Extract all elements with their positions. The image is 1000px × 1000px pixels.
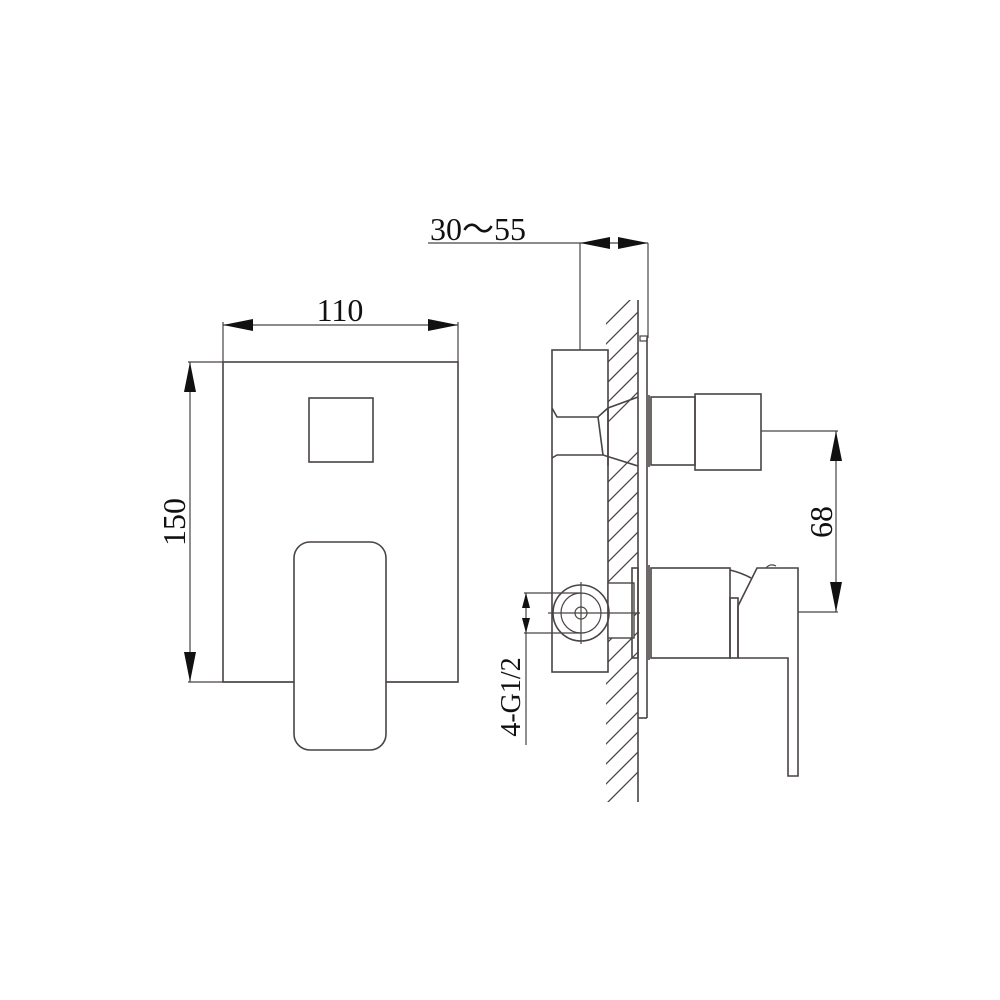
mixer-handle-side <box>648 564 799 777</box>
arrow-right-icon <box>428 319 458 331</box>
front-view: 110 150 <box>156 292 459 751</box>
width-dimension: 110 <box>222 292 459 362</box>
depth-dimension: 30～55 <box>428 211 649 350</box>
arrow-right-icon <box>618 237 648 249</box>
height-dimension: 150 <box>156 361 458 683</box>
width-label: 110 <box>317 292 364 328</box>
thread-dimension: 4-G1/2 <box>496 592 581 745</box>
spacing-label: 68 <box>803 506 839 538</box>
diverter-knob <box>308 397 374 463</box>
side-view: 30～55 68 4-G1/2 <box>428 211 842 802</box>
arrow-left-icon <box>223 319 253 331</box>
height-label: 150 <box>156 498 192 546</box>
diverter-knob-side <box>648 393 762 471</box>
arrow-up-icon <box>184 362 196 392</box>
thread-label: 4-G1/2 <box>496 657 527 736</box>
arrow-down-icon <box>184 652 196 682</box>
arrow-up-icon <box>522 593 530 608</box>
depth-label: 30～55 <box>430 211 526 247</box>
arrow-down-icon <box>830 582 842 612</box>
outlet-spacing-dimension: 68 <box>761 430 842 613</box>
mixer-handle <box>293 541 387 751</box>
arrow-up-icon <box>830 431 842 461</box>
valve-body <box>551 349 639 673</box>
wall-section <box>606 300 639 802</box>
arrow-down-icon <box>522 618 530 633</box>
cover-plate-side <box>631 335 648 719</box>
arrow-left-icon <box>580 237 610 249</box>
